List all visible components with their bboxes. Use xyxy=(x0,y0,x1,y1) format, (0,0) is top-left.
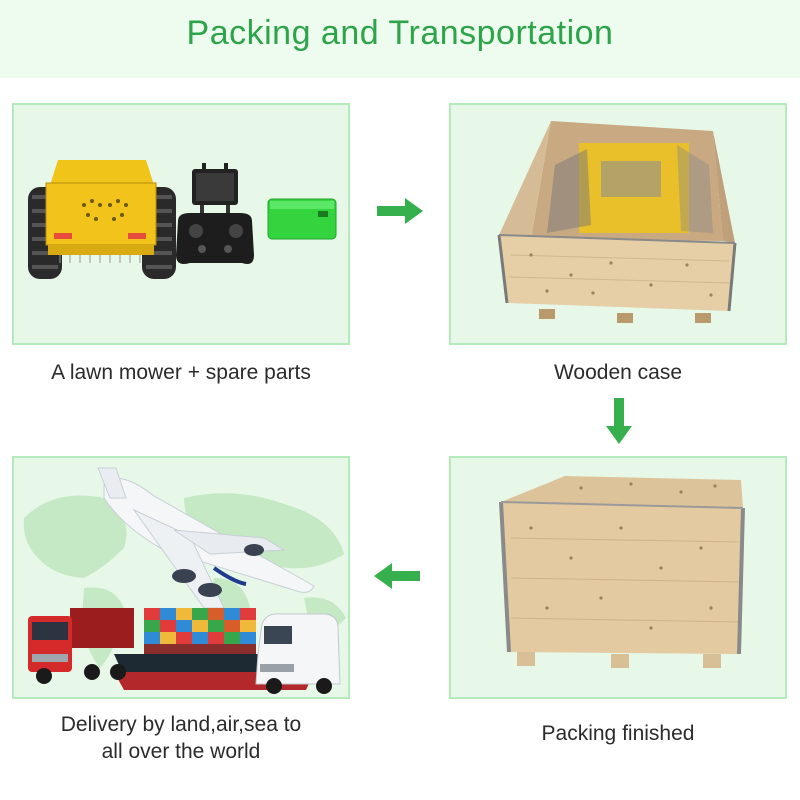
closed-wooden-crate-image xyxy=(499,476,745,668)
delivery-transport-image xyxy=(23,467,346,694)
step-1-caption: A lawn mower + spare parts xyxy=(51,361,311,384)
arrow-right-icon xyxy=(377,198,423,224)
step-4-panel xyxy=(449,456,787,699)
step-3-caption-line-2: all over the world xyxy=(101,740,261,763)
open-wooden-crate-image xyxy=(497,121,737,323)
step-3-caption: Delivery by land,air,sea to all over the… xyxy=(12,711,350,765)
step-2-panel xyxy=(449,103,787,345)
step-3-caption-line-1: Delivery by land,air,sea to xyxy=(60,713,302,736)
header-banner: Packing and Transportation xyxy=(0,0,800,78)
step-1-panel xyxy=(12,103,350,345)
page-title: Packing and Transportation xyxy=(186,14,614,52)
step-3-panel xyxy=(12,456,350,699)
step-4-caption: Packing finished xyxy=(541,722,695,745)
arrow-down-icon xyxy=(606,398,632,444)
step-2-caption: Wooden case xyxy=(553,361,683,384)
arrow-left-icon xyxy=(374,563,420,589)
mower-with-parts-image xyxy=(28,160,337,279)
